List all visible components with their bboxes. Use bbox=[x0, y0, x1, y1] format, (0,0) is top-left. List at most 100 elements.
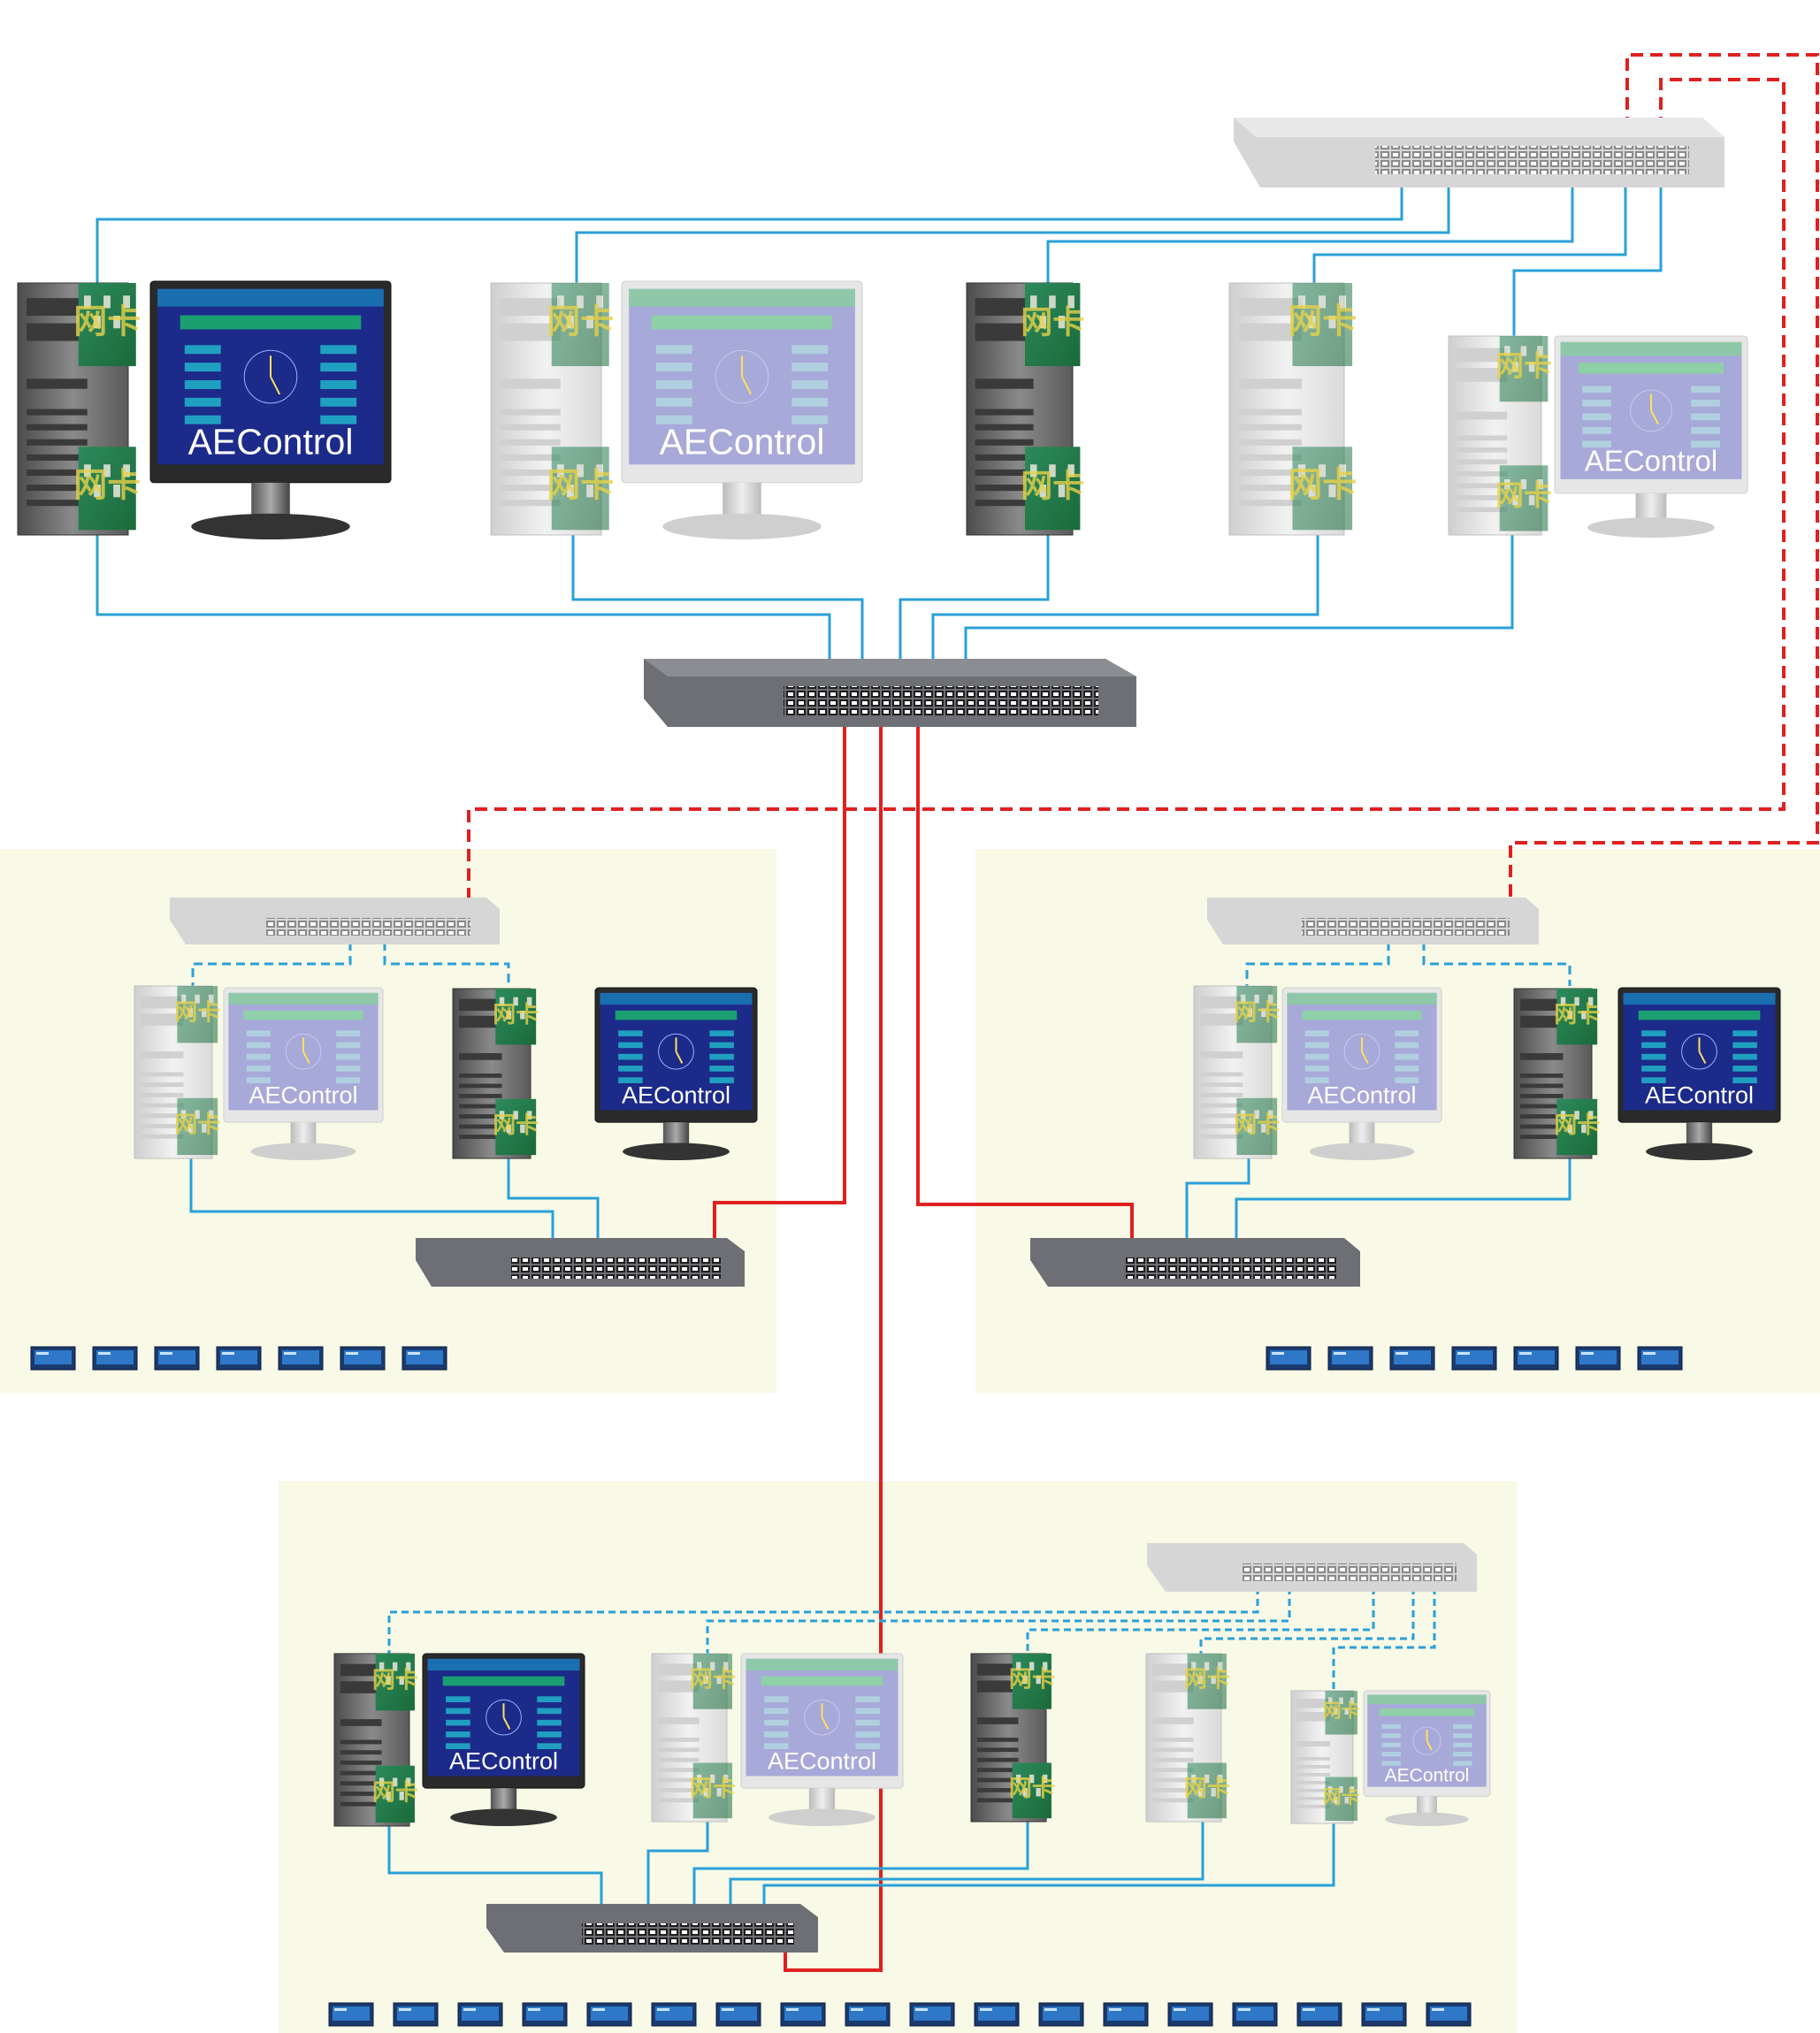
nic-label: 网卡 bbox=[1554, 1002, 1600, 1028]
aecontrol-label: AEControl bbox=[1585, 445, 1717, 478]
nic-card-icon bbox=[78, 447, 136, 531]
blue-links-top bbox=[96, 164, 1663, 685]
aecontrol-label: AEControl bbox=[188, 421, 354, 462]
monitor-icon: AEControl bbox=[149, 280, 392, 540]
io-module-icon bbox=[154, 1346, 200, 1371]
nic-label: 网卡 bbox=[1184, 1776, 1230, 1802]
aecontrol-label: AEControl bbox=[768, 1747, 876, 1774]
io-module-icon bbox=[1296, 2002, 1342, 2027]
monitor-icon: AEControl bbox=[1363, 1690, 1491, 1827]
io-module-icon bbox=[340, 1346, 386, 1371]
nic-card-icon bbox=[1556, 1098, 1598, 1156]
io-module-icon bbox=[30, 1346, 76, 1371]
nic-card-icon bbox=[177, 1097, 218, 1156]
nic-label: 网卡 bbox=[1009, 1667, 1055, 1693]
io-module-icon bbox=[1361, 2002, 1407, 2027]
nic-label: 网卡 bbox=[1495, 478, 1552, 512]
nic-card-icon bbox=[1012, 1654, 1051, 1709]
io-module-icon bbox=[845, 2002, 891, 2027]
nic-label: 网卡 bbox=[1288, 302, 1357, 341]
aecontrol-label: AEControl bbox=[622, 1081, 730, 1108]
io-module-icon bbox=[328, 2002, 374, 2027]
nic-label: 网卡 bbox=[1021, 469, 1084, 505]
nic-card-icon bbox=[78, 283, 136, 367]
network-switch-icon bbox=[1207, 898, 1539, 944]
nic-label: 网卡 bbox=[1554, 1112, 1600, 1139]
nic-label: 网卡 bbox=[372, 1668, 418, 1694]
aecontrol-label: AEControl bbox=[449, 1747, 558, 1774]
nic-card-icon bbox=[1292, 283, 1353, 367]
network-switch-icon bbox=[170, 898, 500, 944]
nic-label: 网卡 bbox=[690, 1776, 736, 1802]
io-module-icon bbox=[457, 2002, 503, 2027]
monitor-icon: AEControl bbox=[422, 1653, 585, 1826]
nic-label: 网卡 bbox=[1323, 1701, 1360, 1722]
aecontrol-label: AEControl bbox=[1645, 1081, 1754, 1108]
network-switch-icon bbox=[1234, 118, 1724, 187]
io-module-icon bbox=[715, 2002, 761, 2027]
nic-label: 网卡 bbox=[1009, 1776, 1055, 1802]
nic-label: 网卡 bbox=[1495, 349, 1552, 383]
nic-card-icon bbox=[1499, 465, 1549, 531]
nic-card-icon bbox=[375, 1654, 415, 1711]
monitor-icon: AEControl bbox=[1281, 987, 1442, 1160]
monitor-icon: AEControl bbox=[1554, 335, 1748, 538]
nic-card-icon bbox=[375, 1765, 415, 1823]
nic-label: 网卡 bbox=[547, 466, 614, 505]
nic-card-icon bbox=[177, 986, 218, 1043]
aecontrol-label: AEControl bbox=[249, 1081, 357, 1108]
nic-label: 网卡 bbox=[690, 1667, 736, 1693]
network-switch-icon bbox=[1147, 1543, 1477, 1592]
io-module-icon bbox=[278, 1346, 324, 1371]
nic-label: 网卡 bbox=[1323, 1786, 1360, 1808]
nic-label: 网卡 bbox=[372, 1779, 418, 1806]
nic-card-icon bbox=[1236, 986, 1278, 1043]
nic-label: 网卡 bbox=[1234, 1000, 1280, 1027]
nic-card-icon bbox=[551, 447, 609, 531]
nic-card-icon bbox=[1187, 1654, 1227, 1709]
nic-label: 网卡 bbox=[174, 1000, 220, 1027]
nic-card-icon bbox=[1025, 447, 1081, 531]
nic-card-icon bbox=[551, 283, 609, 367]
nic-card-icon bbox=[1499, 336, 1549, 402]
nic-card-icon bbox=[495, 1098, 537, 1156]
nic-label: 网卡 bbox=[1184, 1667, 1230, 1693]
nic-label: 网卡 bbox=[493, 1112, 539, 1139]
nic-card-icon bbox=[692, 1654, 732, 1709]
io-module-icon bbox=[1637, 1346, 1683, 1371]
io-module-icon bbox=[1575, 1346, 1621, 1371]
io-module-icon bbox=[586, 2002, 632, 2027]
network-switch-icon bbox=[644, 659, 1136, 727]
blue-links-zones bbox=[189, 942, 1571, 1919]
aecontrol-label: AEControl bbox=[1307, 1081, 1416, 1108]
io-module-icon bbox=[1451, 1346, 1497, 1371]
io-module-icon bbox=[1426, 2002, 1472, 2027]
nic-label: 网卡 bbox=[73, 302, 141, 340]
nic-card-icon bbox=[1236, 1097, 1278, 1156]
nic-label: 网卡 bbox=[174, 1112, 220, 1138]
nic-label: 网卡 bbox=[493, 1002, 539, 1028]
network-switch-icon bbox=[1030, 1238, 1360, 1287]
monitor-icon: AEControl bbox=[740, 1653, 904, 1826]
aecontrol-label: AEControl bbox=[660, 421, 825, 462]
nic-label: 网卡 bbox=[1288, 466, 1357, 506]
nic-label: 网卡 bbox=[73, 466, 141, 505]
nic-card-icon bbox=[1187, 1762, 1227, 1819]
nic-card-icon bbox=[495, 989, 537, 1045]
nic-card-icon bbox=[1556, 989, 1598, 1045]
nic-card-icon bbox=[1325, 1777, 1357, 1821]
io-module-icon bbox=[1389, 1346, 1435, 1371]
io-module-icon bbox=[651, 2002, 697, 2027]
